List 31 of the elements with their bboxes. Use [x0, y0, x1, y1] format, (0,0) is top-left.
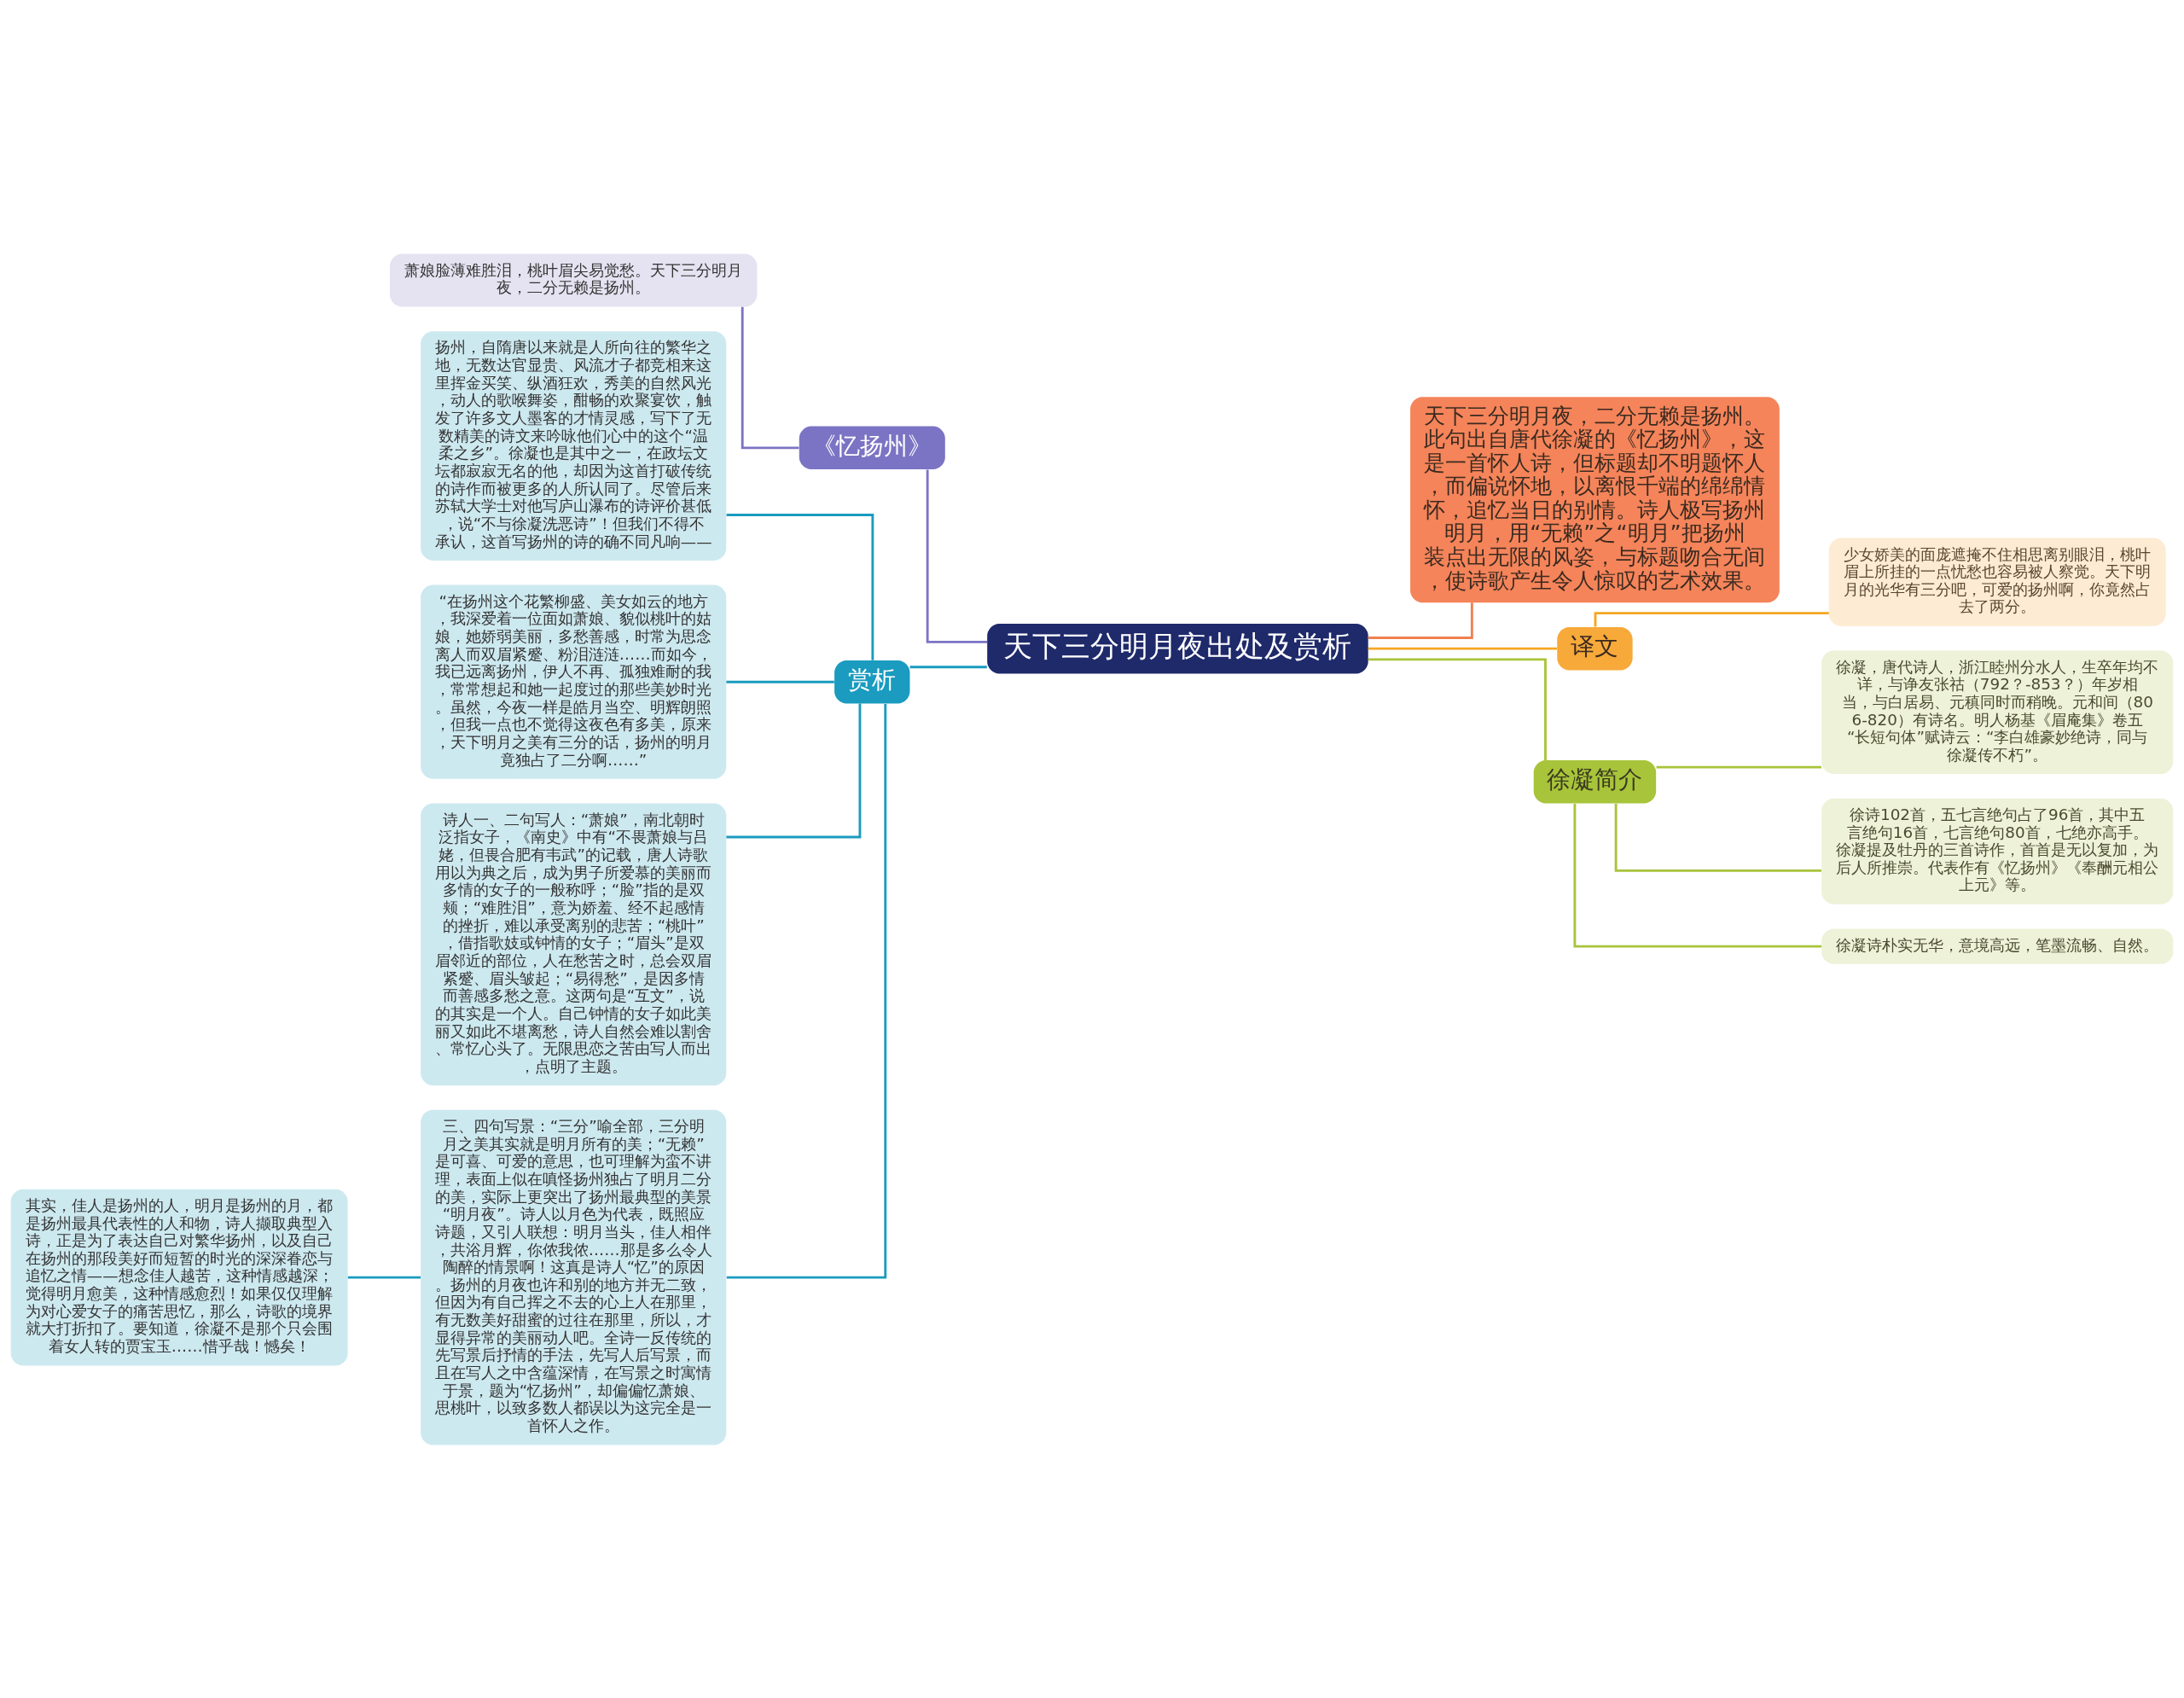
- connector: [1368, 647, 1557, 650]
- connector: [926, 469, 988, 643]
- node-box: 扬州，自隋唐以来就是人所向往的繁华之地，无数达官显贵、风流才子都竞相来这里挥金买笑、纵酒狂欢，秀美的自然风光，动人的歌喉舞姿，酣畅的欢聚宴饮，触发了许多文人墨客的才情灵感，写下了无数精美的诗文来吟咏他们心中的这个“温柔之乡”。徐凝也是其中之一，在政坛文坛都寂寂无名的他，却因为这首打破传统的诗作而被更多的人所认同了。尽管后来苏轼大学士对他写庐山瀑布的诗评价甚低，说“不与徐凝洗恶诗”！但我们不得不承认，这首写扬州的诗的确不同凡响——: [421, 330, 727, 561]
- connector: [347, 1276, 421, 1279]
- node-box: 萧娘脸薄难胜泪，桃叶眉尖易觉愁。天下三分明月夜，二分无赖是扬州。: [389, 253, 758, 307]
- node-box: 天下三分明月夜，二分无赖是扬州。此句出自唐代徐凝的《忆扬州》，这是一首怀人诗，但标题却不明题怀人，而偏说怀地，以离恨千端的绵绵情怀，追忆当日的别情。诗人极写扬州明月，用“无赖”之“明月”把扬州装点出无限的风姿，与标题吻合无间，使诗歌产生令人惊叹的艺术效果。: [1410, 396, 1780, 602]
- connector: [1573, 803, 1822, 948]
- connector: [726, 703, 862, 838]
- connector: [1656, 765, 1821, 768]
- node-box: 诗人一、二句写人：“萧娘”，南北朝时泛指女子，《南史》中有“不畏萧娘与吕姥，但畏合肥有韦武”的记载，唐人诗歌用以为典之后，成为男子所爱慕的美丽而多情的女子的一般称呼；“脸”指的是双颊；“难胜泪”，意为娇羞、经不起感情的挫折，难以承受离别的悲苦；“桃叶”，借指歌妓或钟情的女子；“眉头”是双眉邻近的部位，人在愁苦之时，总会双眉紧蹙、眉头皱起；“易得愁”，是因多情而善感多愁之意。这两句是“互文”，说的其实是一个人。自己钟情的女子如此美丽又如此不堪离愁，诗人自然会难以割舍、常忆心头了。无限思恋之苦由写人而出，点明了主题。: [421, 803, 727, 1085]
- node-box: 译文: [1557, 626, 1633, 670]
- node-box: 徐诗102首，五七言绝句占了96首，其中五言绝句16首，七言绝句80首，七绝亦高手。徐凝提及牡丹的三首诗作，首首是无以复加，为后人所推崇。代表作有《忆扬州》《奉酬元相公上元》等。: [1821, 798, 2174, 904]
- connector: [909, 665, 987, 668]
- connector: [726, 513, 874, 660]
- node-box: “在扬州这个花繁柳盛、美女如云的地方，我深爱着一位面如萧娘、貌似桃叶的姑娘，她娇弱美丽，多愁善感，时常为思念离人而双眉紧蹙、粉泪涟涟……而如今，我已远离扬州，伊人不再、孤独难耐的我，常常想起和她一起度过的那些美妙时光。虽然，今夜一样是皓月当空、明辉朗照，但我一点也不觉得这夜色有多美，原来，天下明月之美有三分的话，扬州的明月竟独占了二分啊……”: [421, 584, 727, 779]
- connector: [1594, 611, 1829, 627]
- node-box: 徐凝诗朴实无华，意境高远，笔墨流畅、自然。: [1821, 928, 2174, 964]
- node-box: 天下三分明月夜出处及赏析: [987, 623, 1368, 673]
- connector: [741, 306, 799, 449]
- node-box: 徐凝，唐代诗人，浙江睦州分水人，生卒年均不详，与诤友张祜（792？-853？）年岁相当，与白居易、元稹同时而稍晚。元和间（806-820）有诗名。明人杨基《眉庵集》卷五“长短句体”赋诗云：“李白雄豪妙绝诗，同与徐凝传不朽”。: [1821, 650, 2174, 774]
- connector: [726, 680, 834, 683]
- connector: [1368, 657, 1547, 760]
- node-box: 徐凝简介: [1533, 759, 1657, 804]
- node-box: 赏析: [834, 660, 910, 703]
- connector: [1614, 803, 1821, 872]
- connector: [1368, 602, 1473, 639]
- node-box: 少女娇美的面庞遮掩不住相思离别眼泪，桃叶眉上所挂的一点忧愁也容易被人察觉。天下明月的光华有三分吧，可爱的扬州啊，你竟然占去了两分。: [1828, 538, 2166, 626]
- node-box: 《忆扬州》: [799, 426, 945, 469]
- node-box: 其实，佳人是扬州的人，明月是扬州的月，都是扬州最具代表性的人和物，诗人撷取典型入诗，正是为了表达自己对繁华扬州，以及自己在扬州的那段美好而短暂的时光的深深眷恋与追忆之情——想念佳人越苦，这种情感越深；觉得明月愈美，这种情感愈烈！如果仅仅理解为对心爱女子的痛苦思忆，那么，诗歌的境界就大打折扣了。要知道，徐凝不是那个只会围着女人转的贾宝玉……惜乎哉！憾矣！: [10, 1189, 348, 1365]
- node-box: 三、四句写景：“三分”喻全部，三分明月之美其实就是明月所有的美；“无赖”是可喜、可爱的意思，也可理解为蛮不讲理，表面上似在嗔怪扬州独占了明月二分的美，实际上更突出了扬州最典型的美景“明月夜”。诗人以月色为代表，既照应诗题，又引人联想：明月当头，佳人相伴，共浴月辉，你侬我侬……那是多么令人陶醉的情景啊！这真是诗人“忆”的原因。扬州的月夜也许和别的地方并无二致，但因为有自己挥之不去的心上人在那里，有无数美好甜蜜的过往在那里，所以，才显得异常的美丽动人吧。全诗一反传统的先写景后抒情的手法，先写人后写景，而且在写人之中含蕴深情，在写景之时寓情于景，题为“忆扬州”，却偏偏忆萧娘、思桃叶，以致多数人都误以为这完全是一首怀人之作。: [421, 1109, 727, 1445]
- connector: [726, 703, 887, 1279]
